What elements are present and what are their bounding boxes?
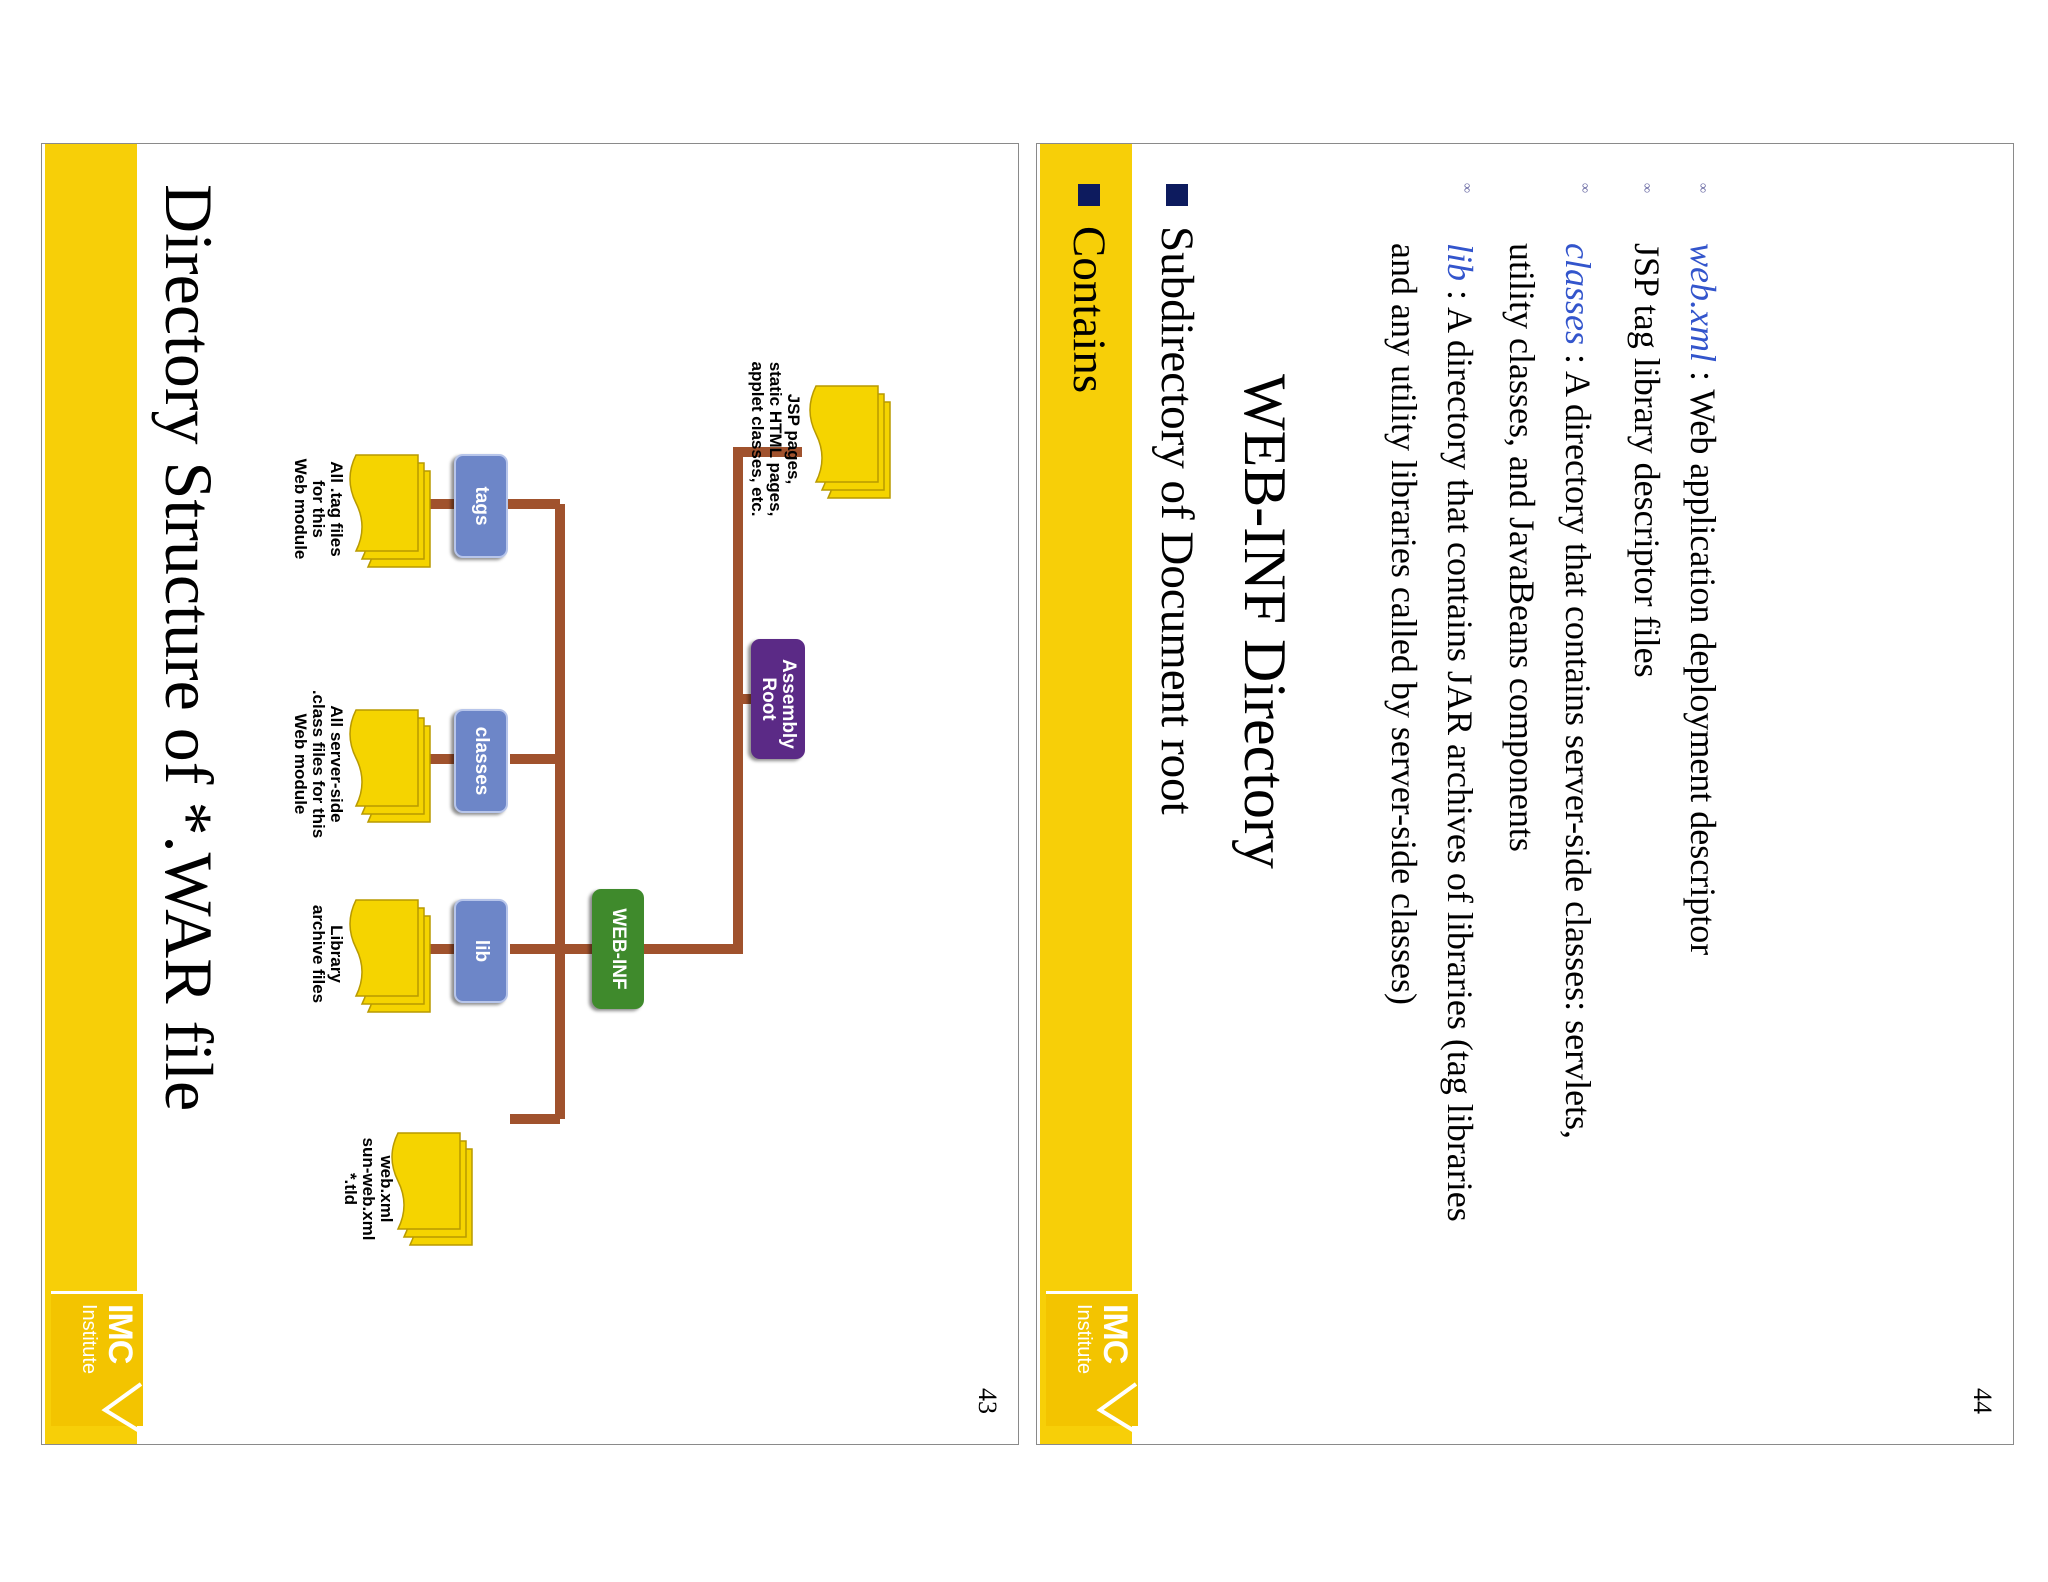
file-stacks: [349, 385, 891, 1246]
tagfiles-label-line: for this: [309, 480, 329, 538]
subbullet-text: : A directory that contains server-side …: [1502, 243, 1598, 1140]
serverside-files-label: All server-side .class files for this We…: [291, 684, 346, 844]
jsp-label-line: static HTML pages,: [766, 361, 786, 517]
webxml-files-label: web.xml sun-web.xml *.tld: [341, 1129, 396, 1249]
subbullet-marker-icon: ∞: [1577, 183, 1592, 193]
war-diagram-connectors: [349, 385, 891, 1246]
library-label-line: Library: [327, 925, 346, 983]
webxml-label-line: sun-web.xml: [359, 1137, 379, 1241]
serverside-label-line: Web module: [291, 713, 311, 815]
subbullet-text-wrap: JSP tag library descriptor files: [1626, 243, 1668, 1223]
subbullet-item: ∞ classes : A directory that contains se…: [1488, 183, 1606, 1283]
slide-44: IMC Institute 44 WEB-INF Directory Subdi…: [1040, 144, 2013, 1444]
webxml-label-line: *.tld: [341, 1172, 361, 1206]
slide-43-frame: IMC Institute 43 Directory Structure of …: [41, 143, 1019, 1445]
lib-box: lib: [454, 899, 508, 1003]
subbullet-keyword: lib: [1440, 243, 1480, 282]
classes-box: classes: [454, 709, 508, 813]
subbullet-text: : Web application deployment descriptor: [1683, 361, 1723, 956]
imc-logo: IMC Institute: [1046, 1291, 1138, 1434]
tag-files-label: All .tag files for this Web module: [291, 439, 346, 579]
jsp-label-line: applet classes, etc.: [748, 361, 768, 517]
slide-43: IMC Institute 43 Directory Structure of …: [45, 144, 1018, 1444]
subbullet-text: : A directory that contains JAR archives…: [1384, 243, 1480, 1222]
logo-check-icon: [101, 1382, 143, 1434]
jsp-files-label: JSP pages, static HTML pages, applet cla…: [748, 344, 803, 534]
subbullet-text-wrap: lib : A directory that contains JAR arch…: [1376, 243, 1488, 1223]
subbullet-keyword: web.xml: [1683, 243, 1723, 362]
serverside-label-line: All server-side: [327, 705, 346, 823]
logo-check-icon: [1096, 1382, 1138, 1434]
subbullet-keyword: classes: [1558, 243, 1598, 345]
subbullet-text-wrap: web.xml : Web application deployment des…: [1682, 243, 1724, 1223]
library-files-label: Library archive files: [309, 889, 346, 1019]
tagfiles-label-line: All .tag files: [327, 461, 346, 557]
subbullet-marker-icon: ∞: [1639, 183, 1654, 193]
subbullet-marker-icon: ∞: [1459, 183, 1474, 193]
serverside-label-line: .class files for this: [309, 689, 329, 839]
webxml-label-line: web.xml: [377, 1155, 396, 1223]
classes-label: classes: [470, 726, 492, 796]
subbullet-text-wrap: classes : A directory that contains serv…: [1494, 243, 1606, 1223]
slide-44-list: ∞ web.xml : Web application deployment d…: [1036, 143, 2014, 1445]
web-inf-label: WEB-INF: [607, 908, 629, 990]
subbullet-item: ∞ lib : A directory that contains JAR ar…: [1318, 183, 1488, 1283]
tagfiles-label-line: Web module: [291, 458, 311, 560]
assembly-root-label: Assembly Root: [758, 659, 799, 749]
assembly-root-box: Assembly Root: [751, 639, 805, 759]
web-inf-box: WEB-INF: [592, 889, 644, 1009]
subbullet-marker-icon: ∞: [1695, 183, 1710, 193]
imc-logo: IMC Institute: [51, 1291, 143, 1434]
subbullet-text: JSP tag library descriptor files: [1627, 243, 1667, 678]
lib-label: lib: [470, 939, 492, 963]
subbullet-item: ∞ JSP tag library descriptor files: [1606, 183, 1668, 1283]
tags-label: tags: [470, 486, 492, 526]
slide-44-frame: IMC Institute 44 WEB-INF Directory Subdi…: [1036, 143, 2014, 1445]
jsp-label-line: JSP pages,: [784, 393, 803, 485]
library-label-line: archive files: [309, 904, 329, 1004]
tags-box: tags: [454, 454, 508, 558]
subbullet-item: ∞ web.xml : Web application deployment d…: [1668, 183, 1724, 1283]
